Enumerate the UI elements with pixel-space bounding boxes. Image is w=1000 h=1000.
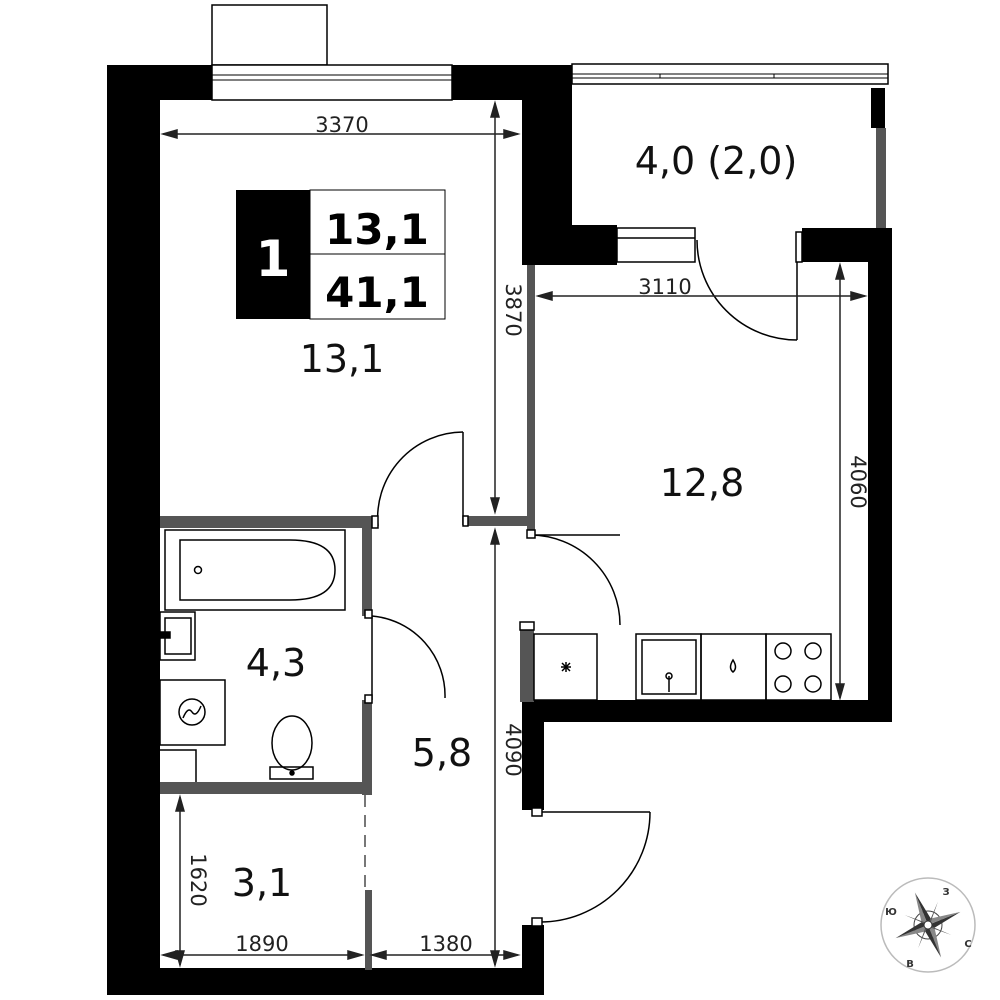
living-area-total: 13,1	[325, 205, 429, 254]
dim-living-depth: 3870	[501, 283, 525, 336]
room-balcony-area: 4,0 (2,0)	[635, 139, 798, 183]
bathroom-door[interactable]	[364, 609, 446, 704]
dim-kitchen-depth: 4060	[846, 455, 870, 508]
dim-hall-length: 4090	[501, 723, 525, 776]
entrance-door[interactable]	[531, 807, 651, 927]
partitions	[160, 265, 535, 970]
compass-east-label: С	[964, 939, 971, 950]
shaft	[160, 749, 197, 782]
balcony-door[interactable]	[616, 227, 803, 341]
room-hall-area: 5,8	[412, 731, 472, 775]
apartment-summary-badge: 1 13,1 41,1	[236, 189, 446, 320]
exterior-walls	[107, 65, 892, 995]
washing-machine-icon	[159, 679, 226, 746]
balcony-glazing	[571, 63, 889, 228]
dimension-labels: 3370 3870 3110 4060 4090 1620 1890 1380	[186, 113, 870, 956]
room-kitchen-area: 12,8	[660, 461, 745, 505]
kitchen-sink-icon	[641, 639, 697, 695]
room-bathroom-area: 4,3	[246, 641, 306, 685]
compass-south-label: В	[906, 959, 914, 970]
fridge-icon	[561, 662, 571, 672]
dim-kitchen-width: 3110	[638, 275, 691, 299]
compass-rose-icon: З С В Ю	[880, 877, 976, 973]
room-labels: 13,1 12,8 4,0 (2,0) 4,3 5,8 3,1	[232, 139, 798, 905]
bathtub	[164, 529, 346, 611]
toilet-icon	[269, 715, 314, 780]
dimension-lines	[160, 100, 868, 968]
living-window	[211, 4, 453, 101]
total-area: 41,1	[325, 268, 429, 317]
living-door[interactable]	[371, 431, 469, 529]
compass-north-label: З	[942, 887, 949, 898]
kitchen-door[interactable]	[519, 529, 621, 631]
rooms-count: 1	[256, 230, 291, 288]
doors[interactable]	[364, 227, 803, 927]
dim-storage-width: 1890	[235, 932, 288, 956]
dim-hall-width: 1380	[419, 932, 472, 956]
dishwasher-icon	[729, 658, 737, 673]
kitchen-counter	[533, 633, 832, 701]
dim-living-width: 3370	[315, 113, 368, 137]
sink-icon	[159, 611, 196, 661]
compass-west-label: Ю	[885, 907, 897, 918]
room-storage-area: 3,1	[232, 861, 292, 905]
room-living-area: 13,1	[300, 337, 385, 381]
dim-storage-depth: 1620	[186, 853, 210, 906]
stove-icon	[774, 642, 822, 693]
